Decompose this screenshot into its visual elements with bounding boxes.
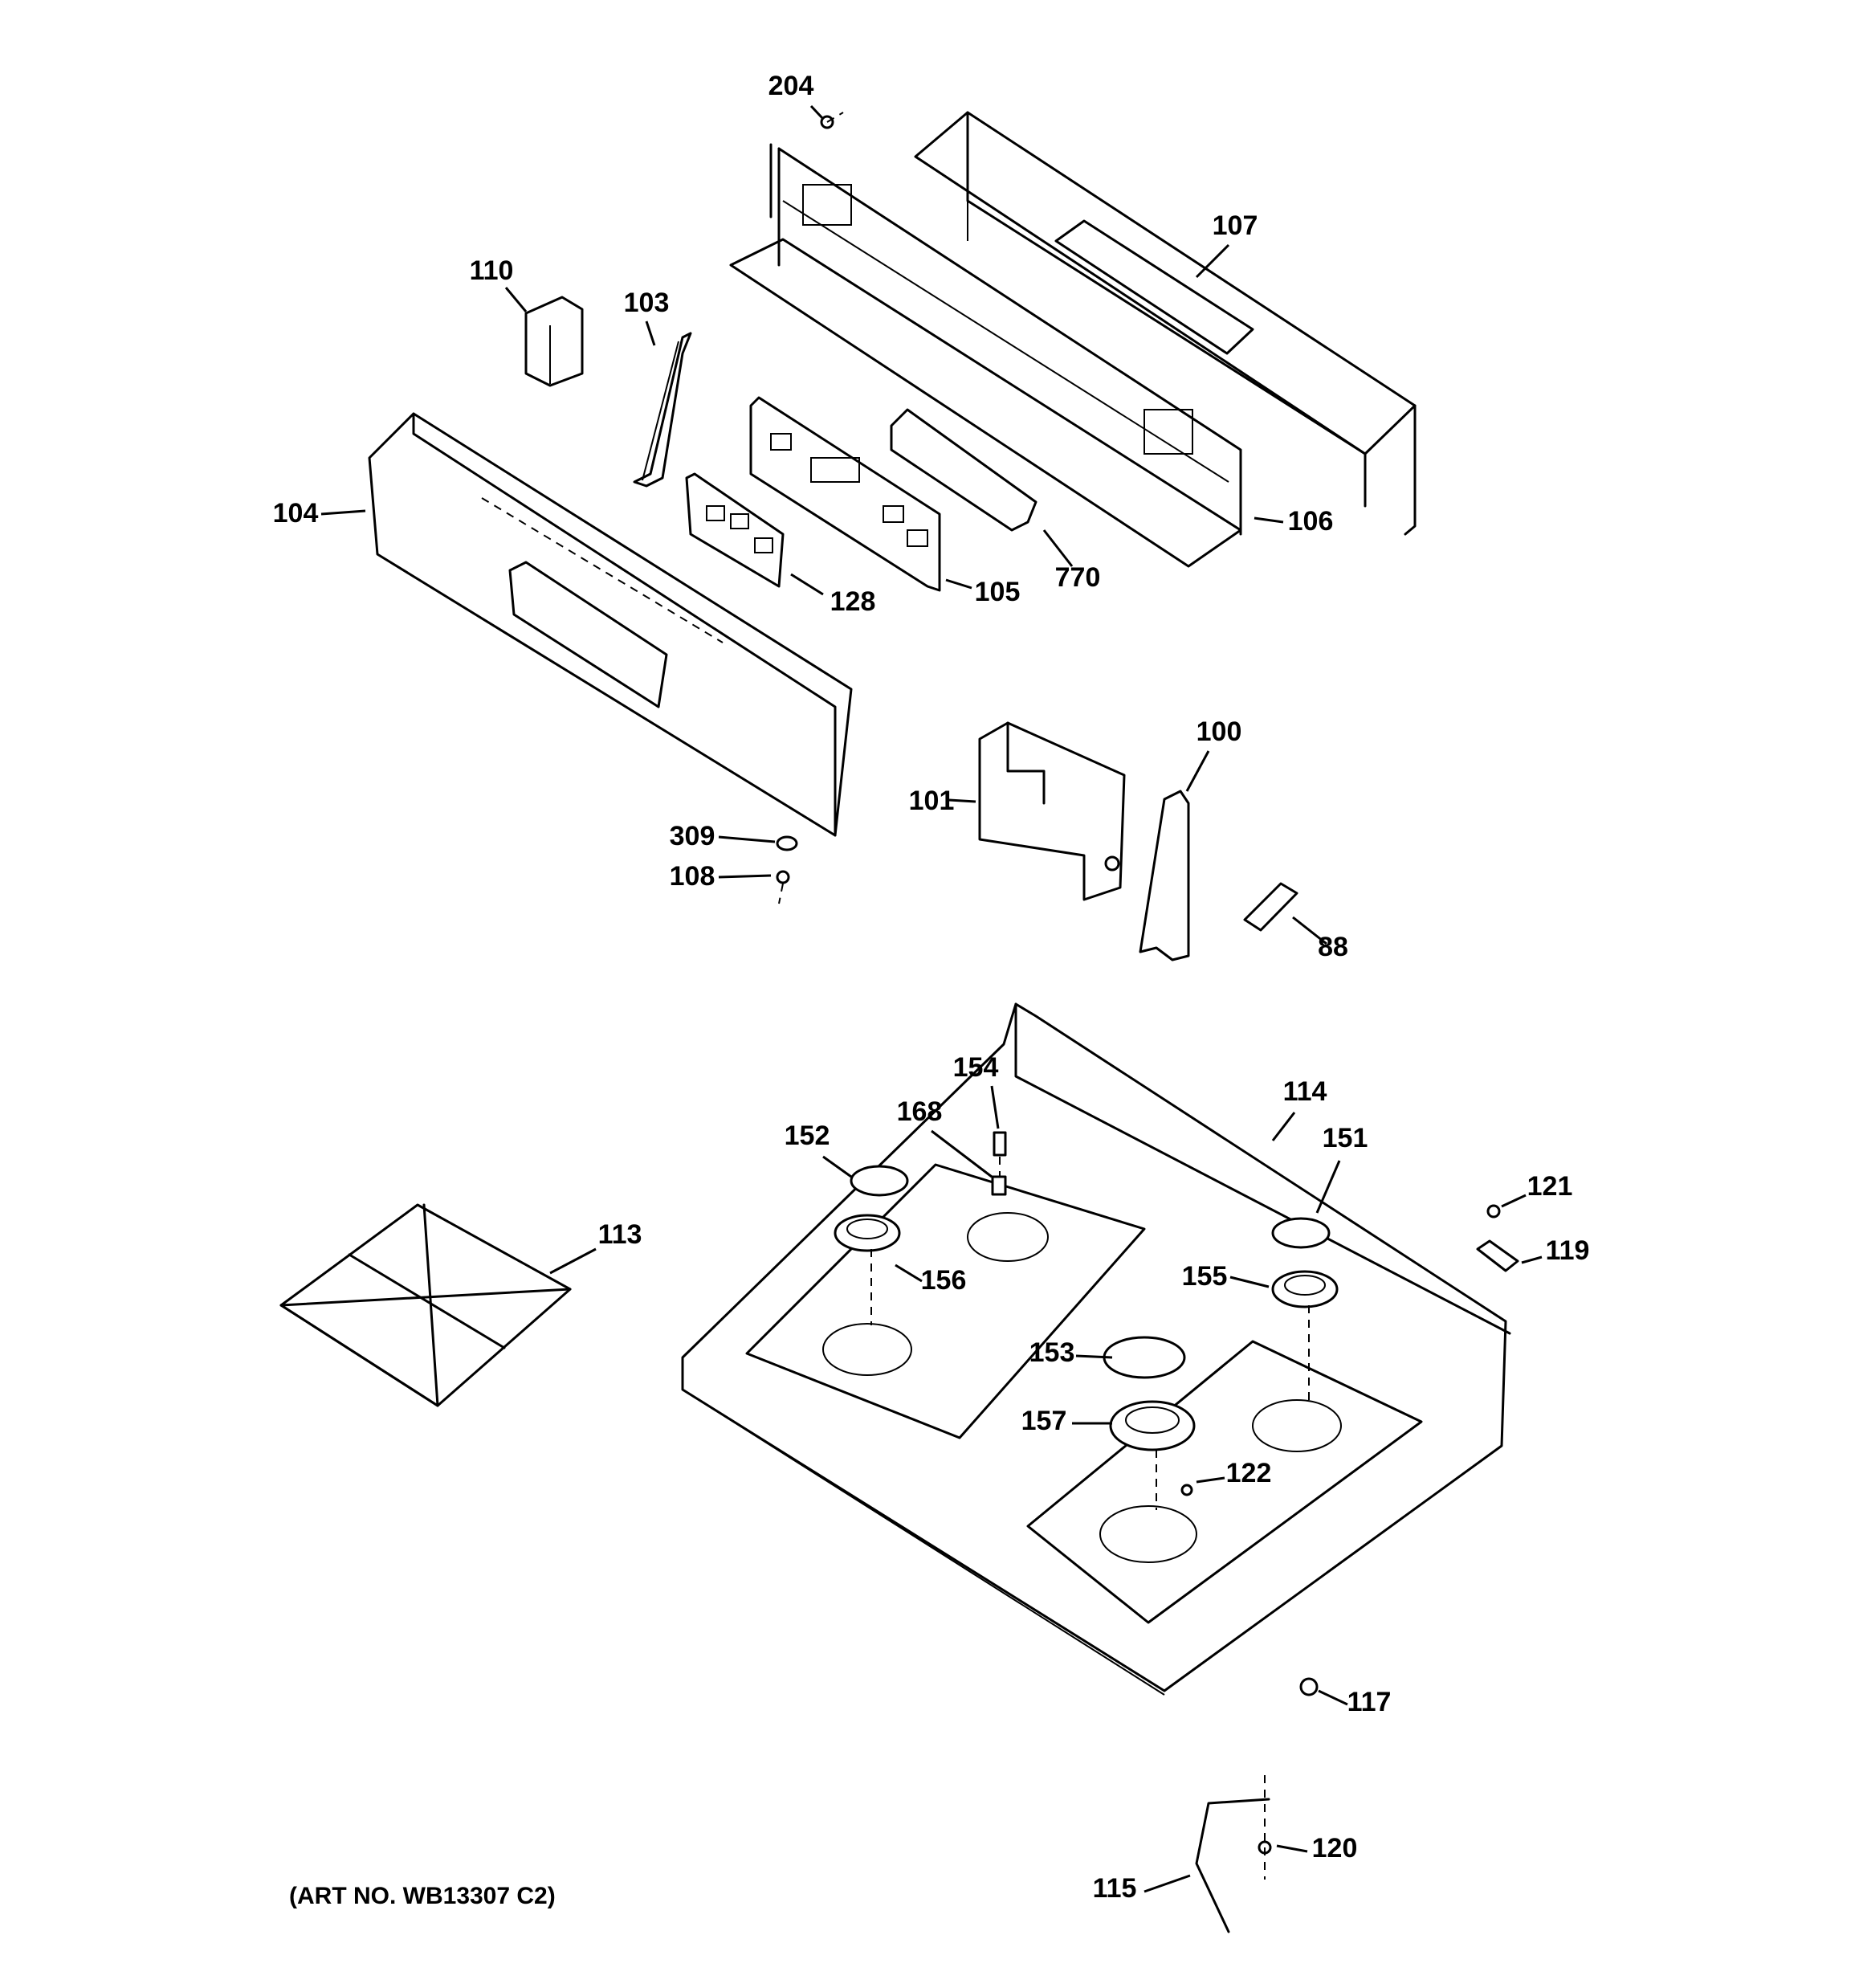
callout-leaders [320,104,1543,1893]
leader-153 [1075,1354,1113,1359]
callout-103: 103 [624,288,670,318]
leader-122 [1196,1476,1225,1484]
part-108-screw [776,870,790,904]
callout-770: 770 [1055,562,1101,593]
leader-155 [1229,1276,1270,1288]
leader-309 [718,835,776,843]
callout-107: 107 [1213,210,1258,241]
part-115-tube [1195,1798,1270,1933]
callout-309: 309 [670,821,715,851]
part-107-cover [914,111,1417,536]
leader-121 [1501,1194,1527,1208]
part-309-washer [776,835,798,851]
leader-114 [1271,1112,1296,1141]
callout-104: 104 [273,498,319,529]
callout-115: 115 [1093,1873,1137,1904]
callout-121: 121 [1527,1171,1573,1202]
leader-106 [1254,516,1284,524]
leader-151 [1315,1160,1341,1214]
part-117-nut [1299,1677,1319,1696]
callout-110: 110 [470,255,514,286]
part-100-trim [1139,790,1190,961]
callout-156: 156 [921,1265,967,1296]
part-105-control-board [749,396,941,592]
leader-107 [1195,243,1230,279]
leader-88 [1292,916,1327,945]
callout-152: 152 [785,1121,830,1151]
leader-101 [948,798,976,803]
part-101-bracket [978,721,1126,901]
callout-154: 154 [953,1052,999,1083]
leader-119 [1521,1255,1543,1264]
part-104-control-panel [368,412,853,837]
callout-100: 100 [1196,716,1242,747]
part-151-cap [1271,1217,1331,1249]
part-128-board [685,472,785,588]
leader-108 [718,874,772,879]
part-155-head [1271,1270,1339,1308]
cooktop-burner-rings [822,1212,1342,1563]
callout-117: 117 [1347,1687,1392,1717]
callout-106: 106 [1288,506,1334,537]
part-103-bracket [633,332,692,488]
part-88-bar [1243,882,1298,932]
callout-113: 113 [598,1219,642,1250]
leader-128 [790,573,824,596]
callout-88: 88 [1318,932,1348,962]
part-156-head [834,1214,901,1252]
leader-120 [1276,1844,1308,1853]
leader-110 [504,287,528,312]
part-120-screw [1258,1775,1272,1880]
part-119-bracket [1476,1239,1519,1272]
leader-770 [1042,529,1074,567]
part-152-cap [850,1165,909,1197]
leader-156 [895,1263,923,1283]
callout-114: 114 [1283,1076,1327,1107]
callout-153: 153 [1029,1337,1075,1368]
callout-labels: 204 107 110 103 104 106 770 128 105 100 101 309 108 8… [273,71,1590,1904]
leader-105 [945,578,972,590]
part-122-fastener [1180,1484,1193,1496]
part-770-strip [890,408,1037,532]
callout-108: 108 [670,861,715,892]
assembly-lines [870,1157,1310,1510]
leader-103 [645,320,656,346]
callout-128: 128 [830,586,876,617]
leader-100 [1185,750,1210,792]
callout-155: 155 [1182,1261,1228,1292]
callout-120: 120 [1312,1833,1358,1863]
leader-113 [549,1247,597,1275]
callout-168: 168 [897,1096,943,1127]
leader-117 [1318,1689,1348,1706]
leader-104 [320,509,366,516]
leader-115 [1143,1874,1191,1893]
part-113-grate [279,1203,572,1407]
part-106-panel [729,143,1242,568]
part-153-cap [1103,1336,1186,1379]
part-154-valve [993,1131,1007,1157]
part-121-screw [1486,1204,1501,1219]
callout-151: 151 [1323,1123,1368,1153]
callout-105: 105 [975,577,1021,607]
leader-152 [822,1155,852,1178]
callout-204: 204 [768,71,814,101]
callout-119: 119 [1546,1235,1590,1266]
callout-122: 122 [1226,1458,1272,1488]
leader-168 [931,1129,993,1178]
leader-204 [809,104,825,120]
part-204-screw [820,112,844,129]
part-114-cooktop [681,1002,1511,1696]
callout-101: 101 [909,786,955,816]
part-168-orifice [991,1175,1007,1196]
callout-157: 157 [1021,1406,1067,1436]
leader-154 [990,1085,1000,1129]
part-110-block [524,296,584,387]
part-157-head [1109,1400,1196,1451]
art-number: (ART NO. WB13307 C2) [289,1883,556,1909]
